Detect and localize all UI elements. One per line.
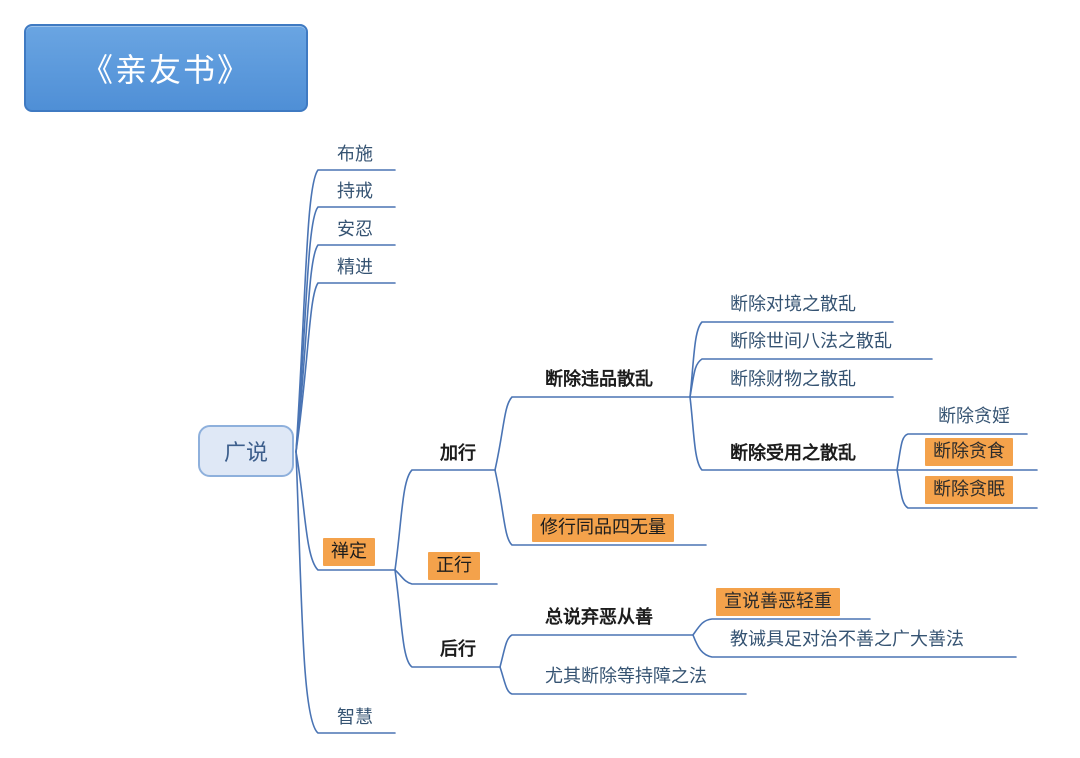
connector-bafa — [689, 358, 933, 398]
node-duijing[interactable]: 断除对境之散乱 — [730, 294, 856, 315]
node-anren[interactable]: 安忍 — [337, 219, 373, 240]
connector-zhihui — [295, 451, 396, 734]
connector-xuanshuo — [692, 618, 871, 636]
connector-zongshuo — [499, 634, 694, 668]
node-tanyin[interactable]: 断除贪婬 — [938, 406, 1010, 427]
node-tanmian[interactable]: 断除贪眠 — [925, 476, 1013, 504]
node-bushi[interactable]: 布施 — [337, 144, 373, 165]
node-zongshuo[interactable]: 总说弃恶从善 — [545, 607, 653, 628]
node-xuanshuo[interactable]: 宣说善恶轻重 — [716, 588, 840, 616]
node-xiuxing-wuliang[interactable]: 修行同品四无量 — [532, 514, 674, 542]
connector-houxing — [394, 569, 501, 668]
node-houxing[interactable]: 后行 — [440, 639, 476, 660]
node-zhengxing[interactable]: 正行 — [428, 552, 480, 580]
connector-shouyong — [689, 396, 898, 471]
node-chijie[interactable]: 持戒 — [337, 181, 373, 202]
node-chanding[interactable]: 禅定 — [323, 538, 375, 566]
node-zhihui[interactable]: 智慧 — [337, 707, 373, 728]
connector-tanyin — [896, 433, 1028, 471]
connector-jiaojie — [692, 634, 1017, 658]
map-title: 《亲友书》 — [24, 24, 308, 112]
root-node-guangshuo[interactable]: 广说 — [198, 425, 294, 477]
node-bafa[interactable]: 断除世间八法之散乱 — [730, 331, 892, 352]
node-shouyong[interactable]: 断除受用之散乱 — [730, 443, 856, 464]
node-caiwu[interactable]: 断除财物之散乱 — [730, 369, 856, 390]
node-youqi[interactable]: 尤其断除等持障之法 — [545, 666, 707, 687]
connector-tanmian — [896, 469, 1038, 509]
connector-youqi — [499, 666, 747, 695]
connector-bushi — [295, 169, 396, 453]
node-tanshi[interactable]: 断除贪食 — [925, 438, 1013, 466]
connector-chijie — [295, 206, 396, 453]
node-jiaxing[interactable]: 加行 — [440, 443, 476, 464]
node-jiaojie[interactable]: 教诫具足对治不善之广大善法 — [730, 629, 964, 650]
connector-chanding — [295, 451, 396, 571]
connector-jingjin — [295, 282, 396, 453]
connector-duijing — [689, 321, 894, 398]
node-duanchu-weipin[interactable]: 断除违品散乱 — [545, 369, 653, 390]
connector-zhengxing — [394, 569, 498, 585]
connector-weipin — [494, 396, 691, 471]
node-jingjin[interactable]: 精进 — [337, 257, 373, 278]
connector-jiaxing — [394, 469, 496, 571]
connector-xiuxing — [494, 469, 707, 546]
connector-anren — [295, 244, 396, 453]
